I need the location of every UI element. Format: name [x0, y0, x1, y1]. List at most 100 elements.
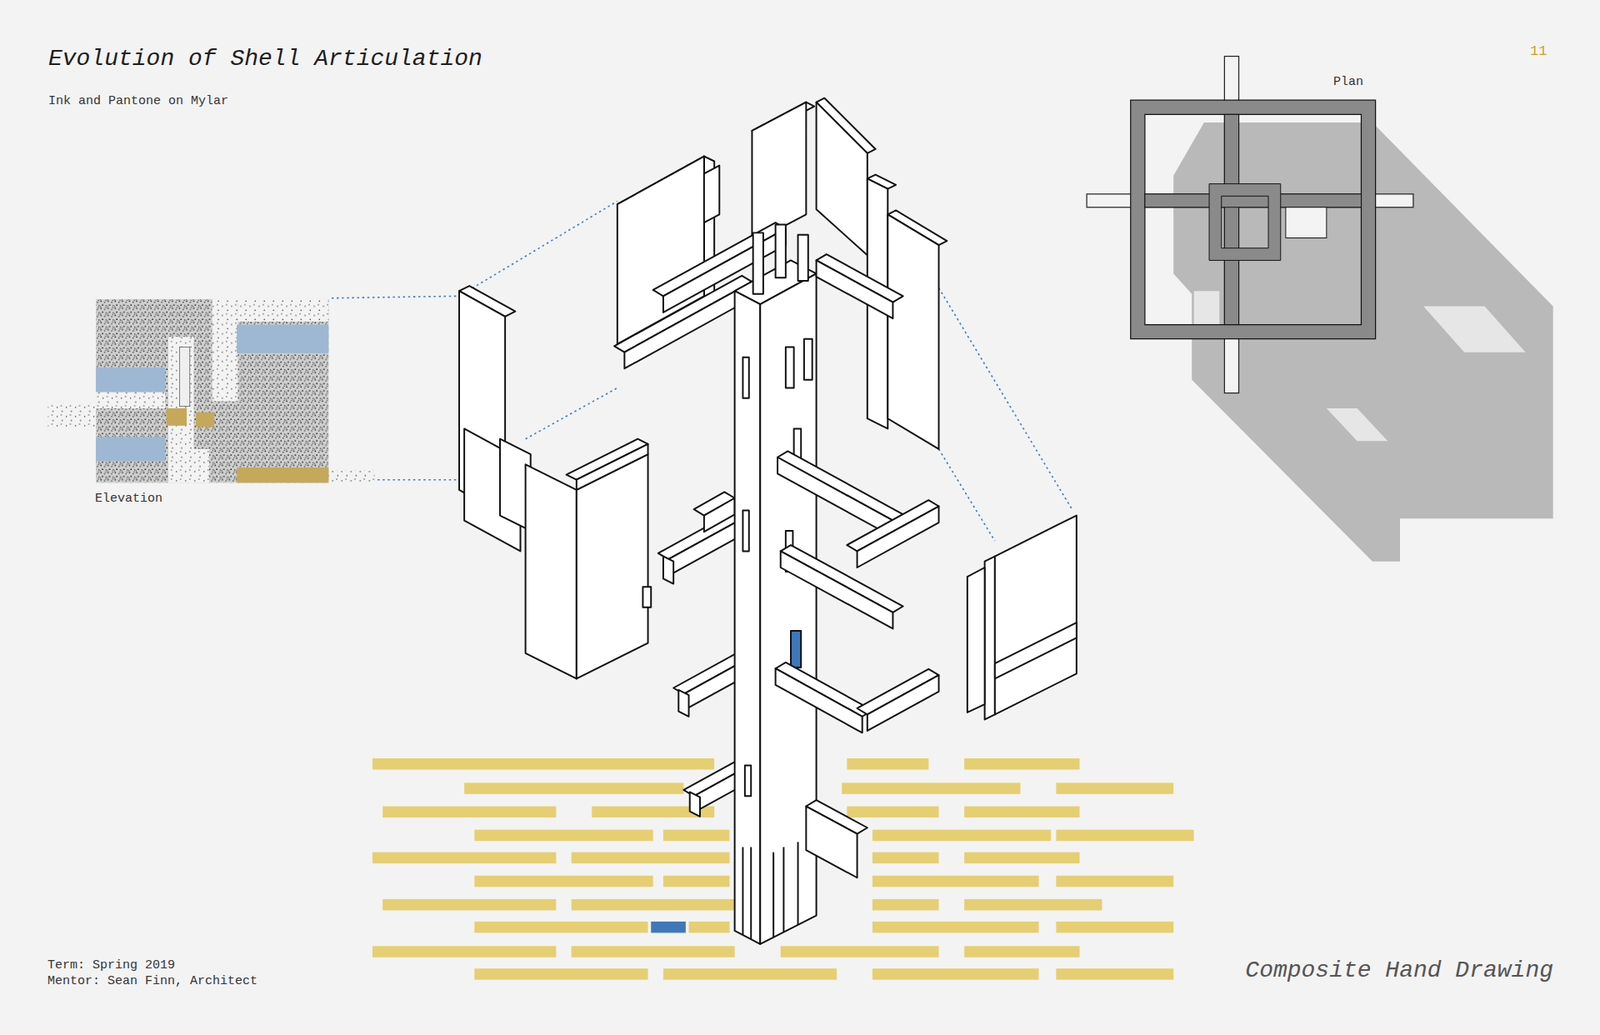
plan-drawing-part [1209, 184, 1281, 261]
caption: Composite Hand Drawing [1245, 956, 1554, 985]
axonometric-model-part [576, 454, 649, 679]
ground-stripes-part [474, 875, 653, 887]
ground-stripes-part [780, 945, 940, 957]
ground-stripes-part [872, 830, 1051, 841]
elevation-drawing-part [237, 299, 329, 322]
ground-stripes-part [1055, 830, 1194, 841]
ground-stripes-part [964, 758, 1080, 770]
axonometric-model-part [704, 498, 735, 532]
axonometric-model-part [678, 690, 689, 717]
ground-stripes-part [663, 875, 730, 887]
axonometric-model-part [775, 225, 786, 279]
axonometric-model-part [750, 847, 752, 940]
ground-stripes-part [1055, 782, 1174, 794]
axonometric-model-part [857, 506, 940, 568]
ground-stripes-part [474, 968, 648, 980]
elevation-drawing-part [195, 412, 215, 427]
ground-stripes-part [841, 782, 1020, 794]
axonometric-model [459, 98, 1077, 945]
plan-drawing-part [1194, 290, 1220, 325]
axonometric-model-part [772, 852, 775, 938]
projection-lines-part [939, 449, 995, 541]
axonometric-model-part [775, 668, 863, 733]
medium-note: Ink and Pantone on Mylar [48, 94, 229, 110]
axonometric-model-part [642, 586, 651, 607]
projection-lines-part [525, 387, 618, 439]
ground-stripes-part [964, 945, 1080, 957]
elevation-drawing-part [95, 436, 165, 461]
ground-stripes-part [689, 921, 730, 933]
axonometric-model-part [785, 347, 795, 389]
axonometric-model-part [742, 510, 749, 551]
page-title: Evolution of Shell Articulation [48, 45, 483, 74]
ground-stripes-part [872, 899, 940, 910]
ground-stripes-part [571, 945, 735, 957]
ground-stripes-part [663, 968, 837, 980]
view-label: Elevation [95, 491, 163, 507]
ground-stripes-part [571, 852, 730, 864]
plan-drawing-part [1326, 408, 1388, 441]
axonometric-model-part [798, 235, 809, 281]
axonometric-model-part [690, 791, 700, 816]
ground-stripes-part [1055, 921, 1174, 933]
projection-lines-part [459, 200, 618, 296]
axonometric-model-part [816, 260, 894, 319]
axonometric-model-part [985, 556, 995, 720]
page-number: 11 [1530, 43, 1547, 60]
ground-stripes-part [474, 830, 653, 841]
ground-stripes-part [571, 899, 735, 910]
axonometric-model-part [790, 630, 801, 668]
ground-stripes-part [1055, 875, 1174, 887]
ground-stripes-part [964, 899, 1102, 910]
ground-stripes-part [474, 921, 648, 933]
plan-drawing-part [1130, 100, 1376, 340]
term-note: Term: Spring 2019 [47, 958, 175, 974]
axonometric-model-part [887, 214, 939, 450]
ground-stripes-part [382, 806, 556, 818]
axonometric-model-part [576, 444, 649, 490]
plan-drawing-part [1224, 114, 1239, 325]
axonometric-model-part [816, 102, 868, 256]
view-label: Plan [1333, 75, 1364, 90]
axonometric-model-part [741, 847, 744, 935]
axonometric-model-part [624, 281, 752, 369]
ground-stripes-part [382, 899, 556, 910]
ground-stripes-part [872, 921, 1040, 933]
elevation-drawing-part [166, 408, 187, 426]
axonometric-model-part [753, 232, 764, 294]
elevation-drawing-part [95, 367, 165, 392]
plan-drawing [1086, 56, 1554, 562]
axonometric-model-part [742, 357, 749, 399]
elevation-drawing-part [48, 403, 97, 428]
axonometric-model-part [777, 450, 905, 521]
ground-stripes-part [964, 852, 1080, 864]
axonometric-model-part [782, 847, 785, 933]
ground-stripes-part [464, 782, 684, 794]
ground-stripes-part [372, 945, 556, 957]
axonometric-model-part [995, 622, 1077, 679]
axonometric-model-part [995, 515, 1077, 715]
elevation-drawing-part [236, 467, 329, 483]
elevation-drawing [48, 299, 375, 483]
ground-stripes-part [872, 852, 940, 864]
axonometric-model-part [614, 275, 752, 353]
elevation-drawing-part [212, 299, 239, 401]
ground-stripes-part [846, 806, 939, 818]
axonometric-model-part [777, 457, 895, 539]
ground-stripes-part [872, 968, 1040, 980]
axonometric-model-part [751, 102, 806, 244]
ground-stripes-part [663, 830, 730, 841]
axonometric-model-part [967, 567, 985, 713]
axonometric-model-part [797, 841, 800, 925]
axonometric-model-part [804, 339, 813, 380]
elevation-drawing-part [95, 391, 165, 409]
elevation-drawing-part [189, 449, 210, 483]
plan-drawing-part [1423, 306, 1525, 353]
elevation-drawing-part [95, 299, 329, 483]
elevation-drawing-part [180, 347, 190, 407]
axonometric-model-part [525, 464, 577, 679]
mentor-note: Mentor: Sean Finn, Architect [47, 974, 258, 990]
projection-lines-part [939, 287, 1072, 508]
ground-stripes-part [846, 758, 929, 770]
